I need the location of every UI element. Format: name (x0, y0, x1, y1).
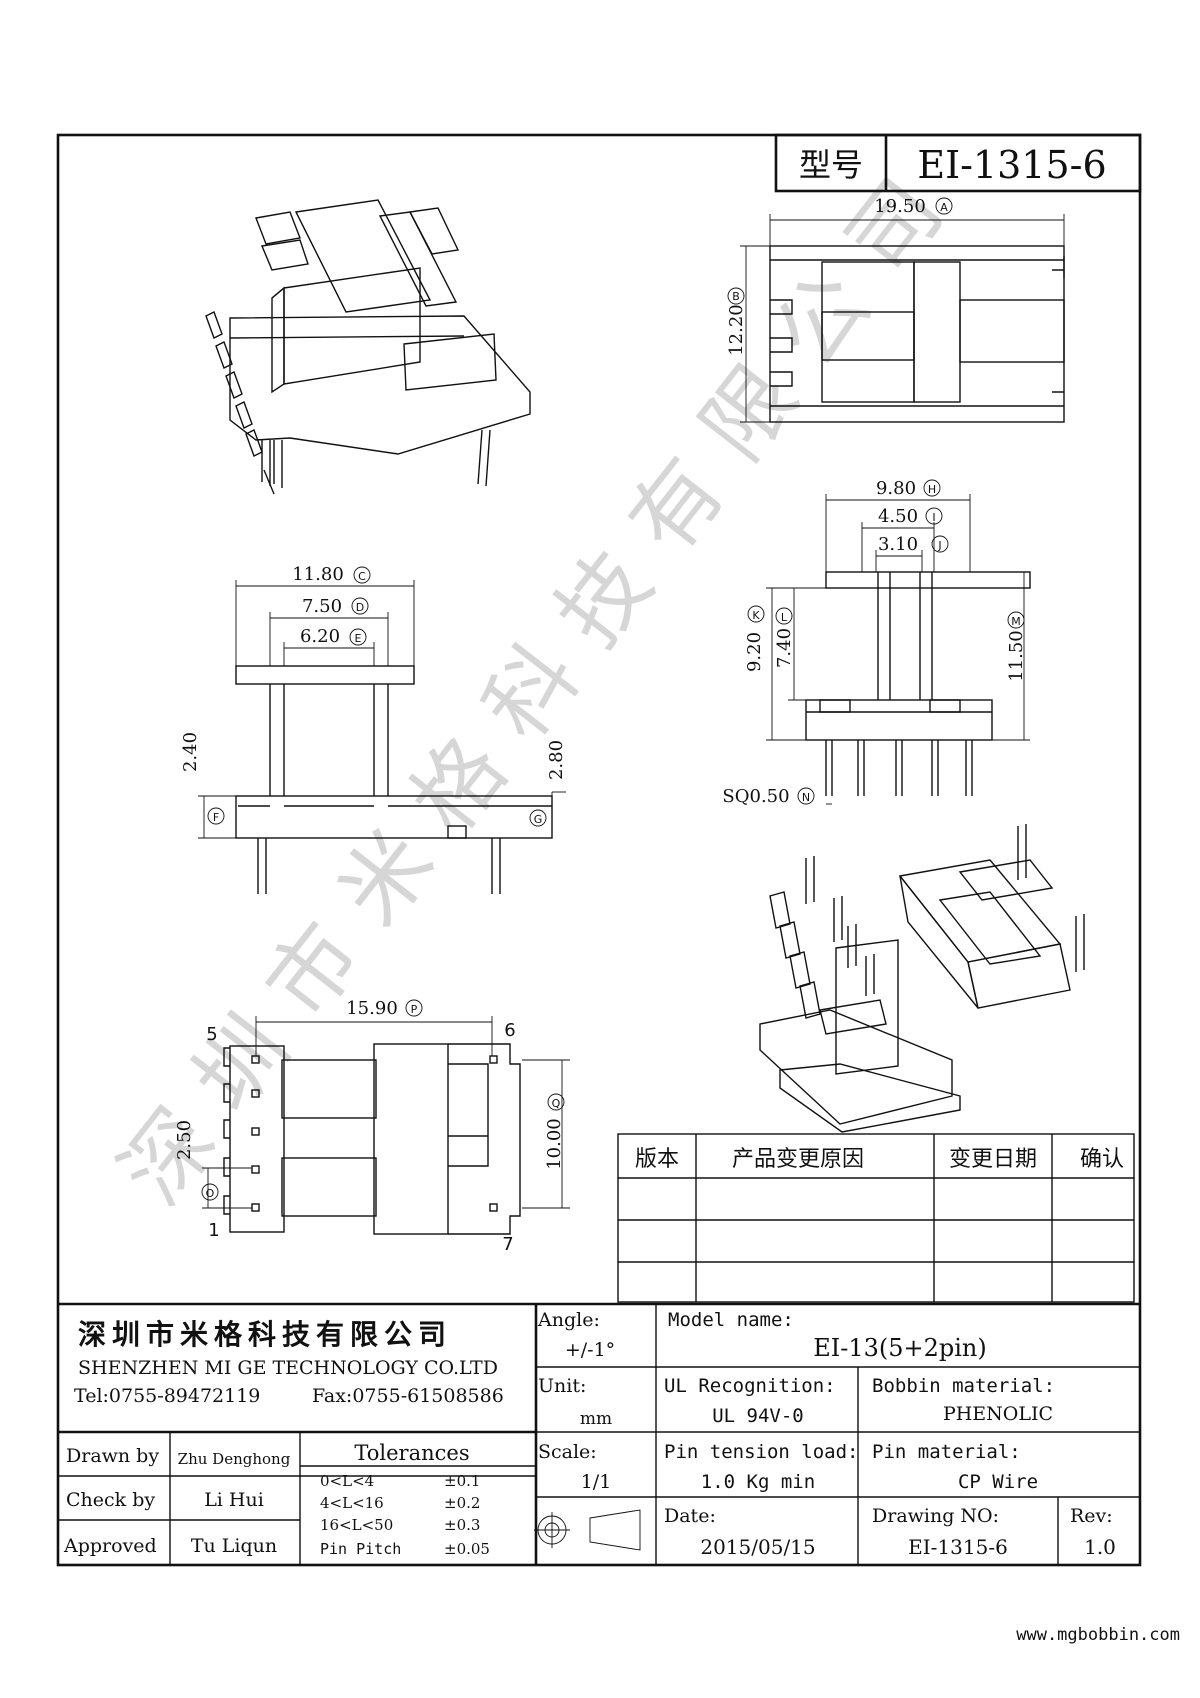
dim-b-value: 12.20 (726, 304, 747, 356)
tol-value-1: ±0.1 (444, 1472, 480, 1490)
rev-col-reason: 产品变更原因 (732, 1147, 864, 1172)
dim-f-value: 2.40 (180, 732, 201, 772)
unit-value: mm (580, 1409, 612, 1429)
dim-m-value: 11.50 (1006, 630, 1027, 682)
projection-symbol-icon (534, 1509, 641, 1551)
tension-label: Pin tension load: (664, 1441, 858, 1463)
dim-h-value: 9.80 (876, 478, 916, 499)
pin-6-label: 6 (504, 1020, 515, 1041)
dim-f-marker: F (213, 811, 219, 824)
dim-k-marker: K (752, 609, 760, 622)
dim-m-marker: M (1011, 615, 1021, 628)
rev-col-version: 版本 (635, 1147, 679, 1172)
dim-d-value: 7.50 (302, 596, 342, 617)
side-view: 9.80 H 4.50 I 3.10 J 9.20 K 7.40 L 11.50… (722, 478, 1031, 807)
approved-label: Approved (63, 1535, 157, 1557)
isometric-view-bottom (759, 824, 1085, 1133)
dim-q-value: 10.00 (544, 1118, 565, 1170)
rev-col-date: 变更日期 (949, 1147, 1037, 1172)
dim-o-marker: O (206, 1187, 215, 1200)
dim-p-value: 15.90 (346, 998, 398, 1019)
dim-e-value: 6.20 (300, 626, 340, 647)
tol-range-4: Pin Pitch (320, 1540, 401, 1558)
dim-d-marker: D (356, 601, 364, 614)
drawing-no-label: Drawing NO: (872, 1505, 999, 1527)
dim-q-marker: Q (552, 1097, 561, 1110)
dim-c-value: 11.80 (292, 564, 344, 585)
dim-l-marker: L (781, 611, 788, 624)
model-code: EI-1315-6 (917, 143, 1106, 187)
tol-range-3: 16<L<50 (320, 1516, 393, 1534)
pin-material-label: Pin material: (872, 1441, 1021, 1463)
title-block: 深圳市米格科技有限公司 SHENZHEN MI GE TECHNOLOGY CO… (58, 1302, 1140, 1565)
dim-h-marker: H (928, 483, 936, 496)
rev-label: Rev: (1070, 1505, 1113, 1527)
dim-g-marker: G (534, 813, 543, 826)
ul-label: UL Recognition: (664, 1375, 836, 1397)
type-label: 型号 (799, 146, 863, 184)
dim-c-marker: C (358, 570, 366, 583)
dim-o-value: 2.50 (174, 1120, 195, 1160)
front-view: 11.80 C 7.50 D 6.20 E 2.40 F 2.80 G (180, 564, 567, 894)
website-url: www.mgbobbin.com (1016, 1625, 1180, 1645)
revision-table: 版本 产品变更原因 变更日期 确认 (617, 1133, 1135, 1303)
angle-label: Angle: (537, 1309, 600, 1331)
dim-n-value: SQ0.50 (722, 786, 789, 807)
tol-range-2: 4<L<16 (320, 1494, 384, 1512)
isometric-view-top (205, 199, 531, 495)
angle-value: +/-1° (565, 1339, 615, 1361)
dim-n-marker: N (802, 791, 810, 804)
ul-value: UL 94V-0 (712, 1405, 804, 1427)
tol-value-4: ±0.05 (444, 1540, 490, 1558)
dim-p-marker: P (411, 1003, 418, 1016)
pin-7-label: 7 (502, 1234, 513, 1255)
drawn-by-value: Zhu Denghong (178, 1450, 291, 1468)
bobbin-value: PHENOLIC (943, 1403, 1053, 1425)
dim-g-value: 2.80 (546, 740, 567, 780)
tol-range-1: 0<L<4 (320, 1472, 374, 1490)
scale-label: Scale: (538, 1441, 597, 1463)
date-label: Date: (664, 1505, 716, 1527)
tol-value-2: ±0.2 (444, 1494, 480, 1512)
dim-j-marker: J (937, 539, 941, 552)
date-value: 2015/05/15 (700, 1535, 815, 1559)
rev-col-confirm: 确认 (1080, 1147, 1124, 1172)
model-name-value: EI-13(5+2pin) (813, 1334, 987, 1362)
scale-value: 1/1 (581, 1471, 612, 1493)
tolerances-title: Tolerances (354, 1441, 469, 1465)
approved-value: Tu Liqun (191, 1535, 277, 1557)
check-by-value: Li Hui (204, 1489, 264, 1511)
dim-b-marker: B (732, 290, 740, 303)
dim-i-marker: I (932, 511, 935, 524)
dim-i-value: 4.50 (878, 506, 918, 527)
pin-1-label: 1 (208, 1220, 219, 1241)
tension-value: 1.0 Kg min (701, 1471, 815, 1493)
dim-k-value: 9.20 (744, 632, 765, 672)
company-name-en: SHENZHEN MI GE TECHNOLOGY CO.LTD (78, 1357, 498, 1379)
rev-value: 1.0 (1084, 1535, 1116, 1559)
dim-a-marker: A (940, 201, 948, 214)
dim-l-value: 7.40 (774, 628, 795, 668)
dim-a-value: 19.50 (874, 196, 926, 217)
dim-e-marker: E (355, 632, 362, 645)
unit-label: Unit: (538, 1375, 586, 1397)
bottom-view: 15.90 P 10.00 Q 2.50 O 5 6 1 7 (174, 998, 570, 1255)
pin-5-label: 5 (206, 1024, 217, 1045)
check-by-label: Check by (66, 1489, 155, 1511)
pin-material-value: CP Wire (958, 1471, 1038, 1493)
company-fax: Fax:0755-61508586 (312, 1385, 504, 1407)
bobbin-label: Bobbin material: (872, 1375, 1055, 1397)
company-tel: Tel:0755-89472119 (74, 1385, 260, 1407)
dim-j-value: 3.10 (878, 534, 918, 555)
company-name-cn: 深圳市米格科技有限公司 (78, 1318, 452, 1351)
top-view: 19.50 A 12.20 B (726, 196, 1065, 423)
header-model-box: 型号 EI-1315-6 (774, 133, 1142, 193)
drawing-no-value: EI-1315-6 (908, 1535, 1008, 1559)
model-name-label: Model name: (668, 1309, 794, 1331)
tol-value-3: ±0.3 (444, 1516, 480, 1534)
sheet-border (56, 133, 1142, 1567)
drawn-by-label: Drawn by (66, 1445, 159, 1467)
